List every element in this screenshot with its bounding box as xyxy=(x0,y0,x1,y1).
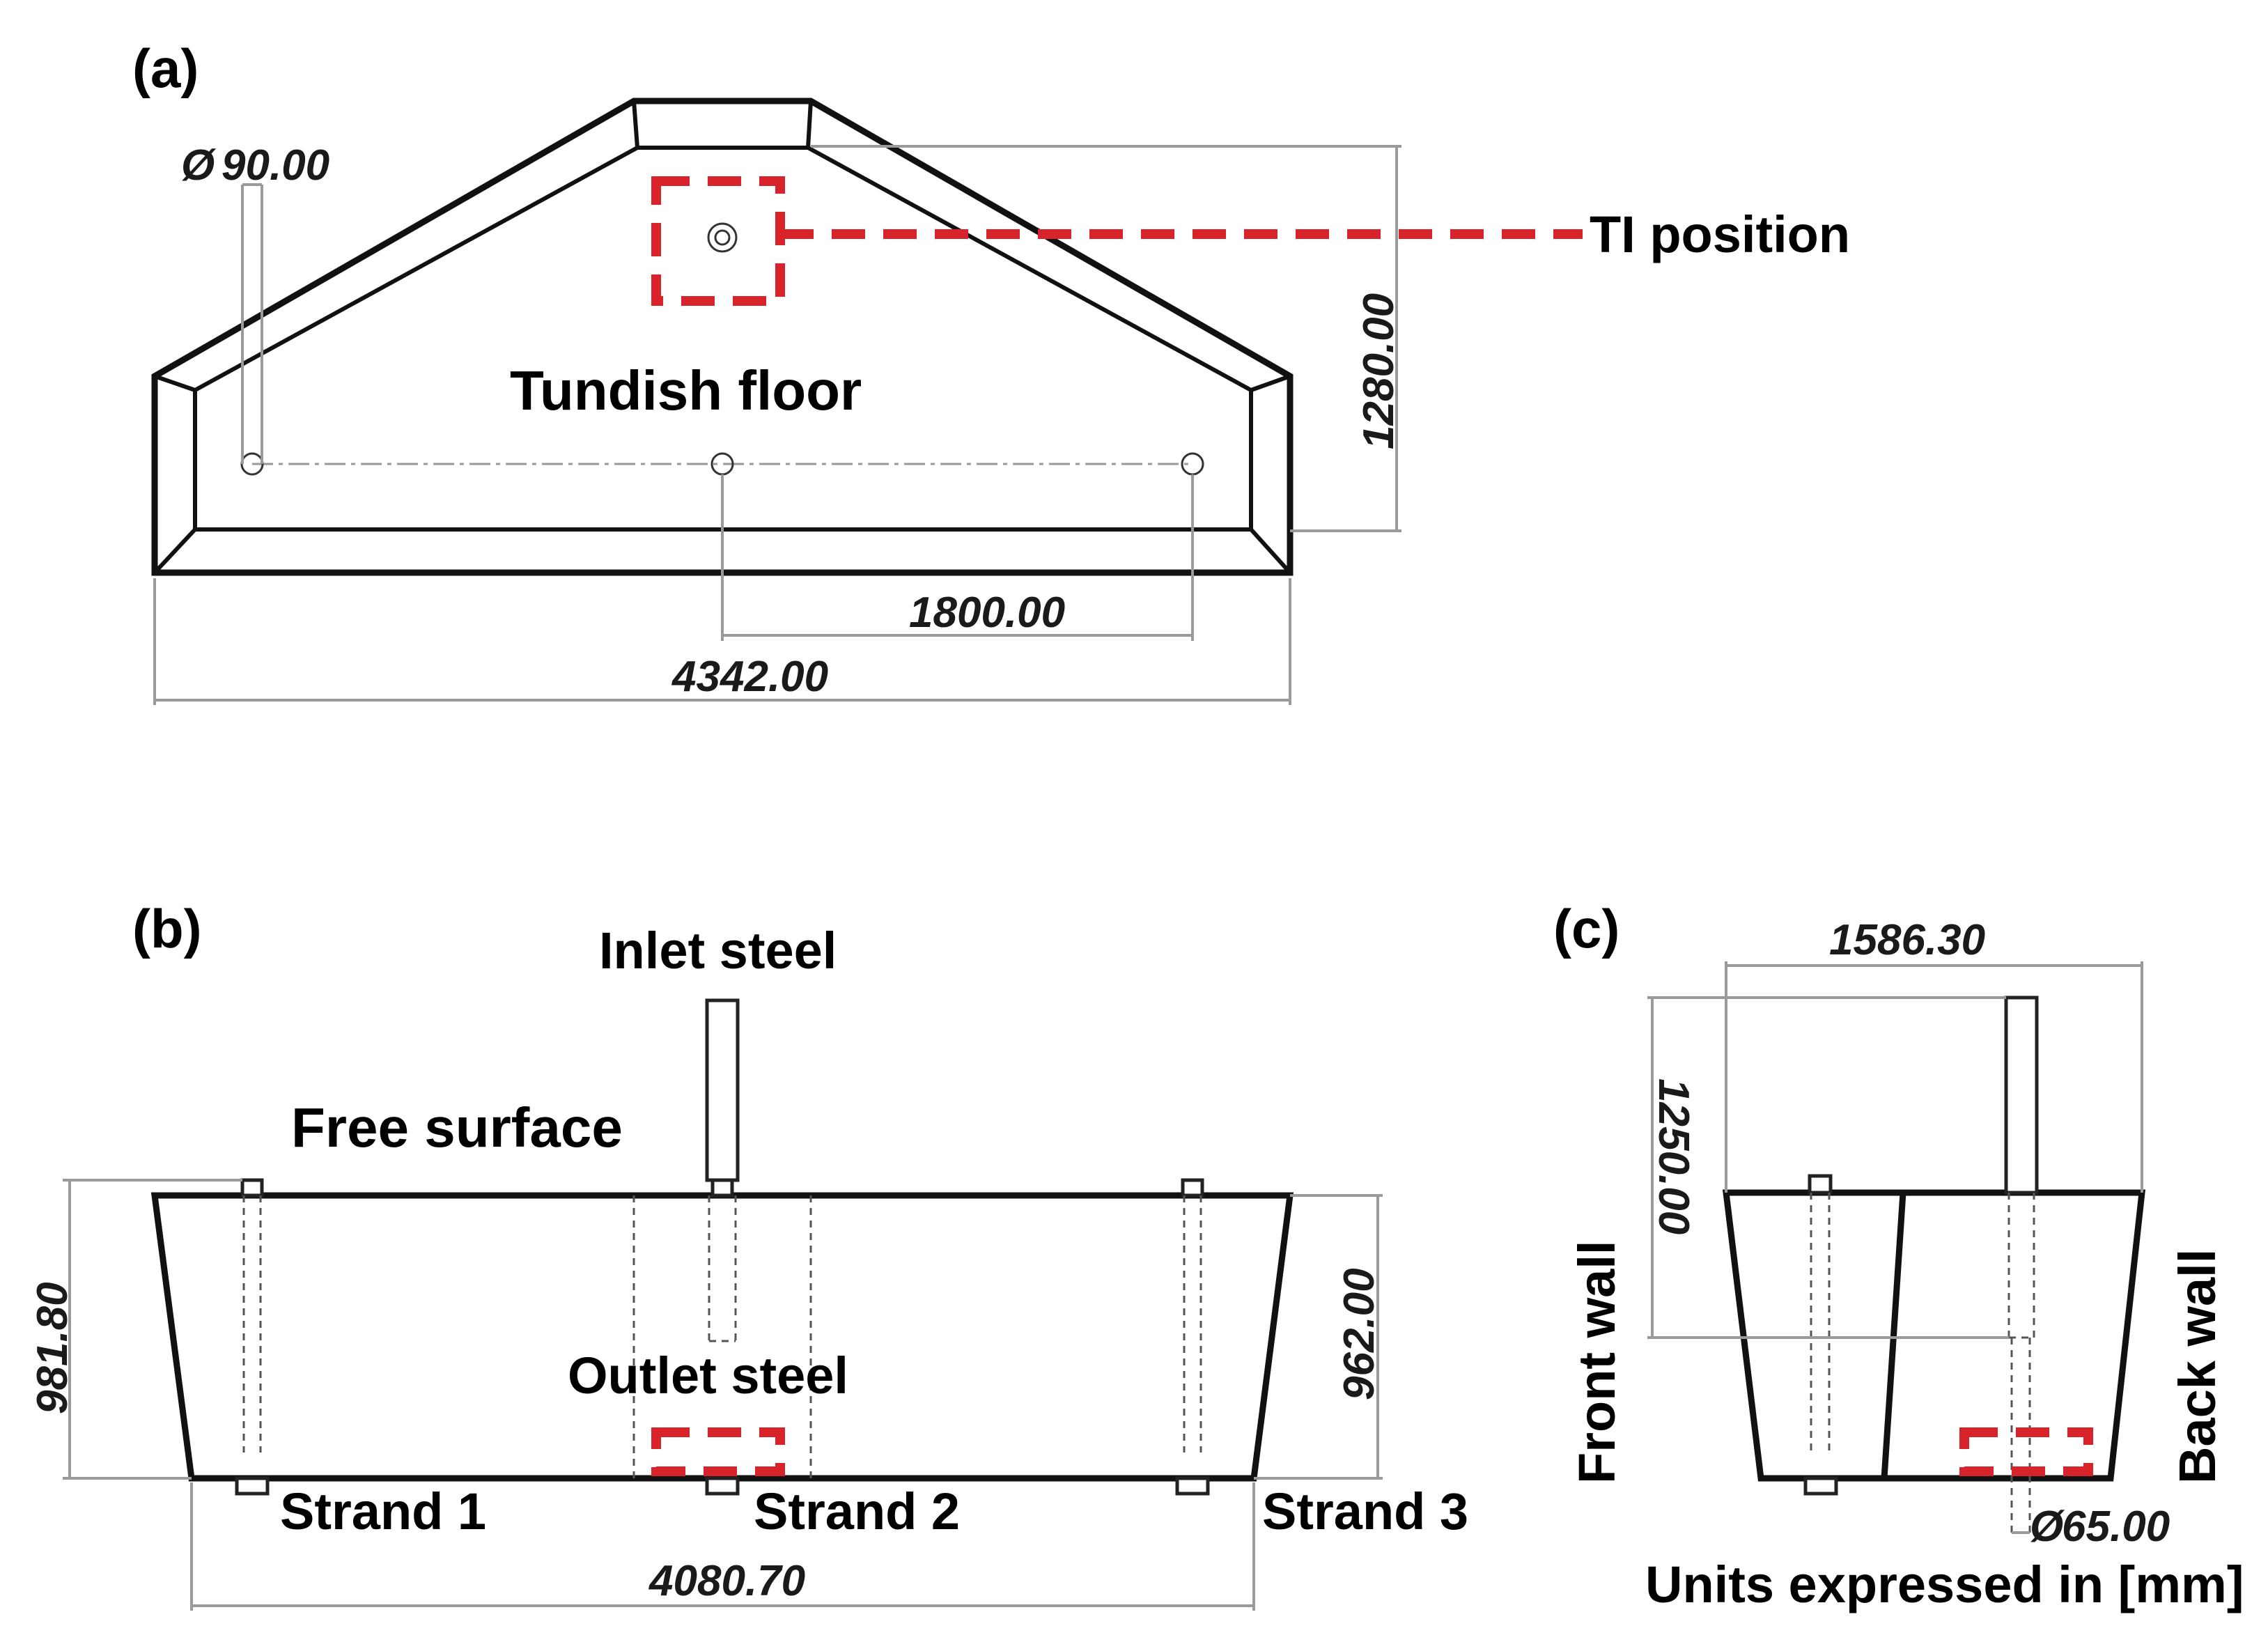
ti-highlight-box xyxy=(651,176,785,306)
section-outlet-highlight-box xyxy=(1959,1427,2093,1476)
dim-diameter-65: 65.00 xyxy=(2062,1503,2170,1551)
section-nozzle-front-top xyxy=(1808,1174,1833,1195)
dim-diameter-90: 90.00 xyxy=(222,141,329,189)
free-surface-label: Free surface xyxy=(291,1097,623,1159)
section-nozzle-front-bottom xyxy=(1803,1476,1838,1496)
ti-hole-outer xyxy=(707,222,738,253)
dim-width-1586: 1586.30 xyxy=(1829,916,1985,964)
ti-position-label: TI position xyxy=(1590,206,1850,263)
strand-nozzle-3 xyxy=(1175,1178,1210,1496)
strand-1-label: Strand 1 xyxy=(280,1482,486,1540)
tundish-section-divider xyxy=(1881,1192,1906,1479)
dim-left-height-981: 981.80 xyxy=(29,1282,77,1414)
tundish-floor-chamfers xyxy=(153,100,1292,575)
tundish-floor-inner-outline xyxy=(193,146,1253,532)
strand-2-label: Strand 2 xyxy=(754,1482,960,1540)
strand-3-label: Strand 3 xyxy=(1262,1482,1468,1540)
tundish-section-outline xyxy=(1722,1189,2146,1482)
diameter-symbol-a: Ø xyxy=(181,141,217,189)
inlet-shroud xyxy=(705,998,740,1182)
ti-hole-inner xyxy=(714,229,731,246)
outlet-steel-label: Outlet steel xyxy=(568,1347,848,1404)
panel-b-label: (b) xyxy=(132,898,202,959)
outlet-highlight-box xyxy=(651,1427,785,1476)
strand-nozzle-1 xyxy=(235,1178,270,1496)
tundish-floor-label: Tundish floor xyxy=(510,359,862,421)
dim-length-4080: 4080.70 xyxy=(648,1557,805,1605)
front-wall-label: Front wall xyxy=(1568,1241,1626,1484)
dim-right-height-962: 962.00 xyxy=(1335,1268,1383,1400)
dim-spacing-1800: 1800.00 xyxy=(909,589,1065,637)
panel-c-label: (c) xyxy=(1553,898,1620,959)
inlet-steel-label: Inlet steel xyxy=(599,922,837,979)
dim-height-1280: 1280.00 xyxy=(1355,293,1403,449)
dim-length-4342: 4342.00 xyxy=(671,653,828,701)
diameter-symbol-c: Ø xyxy=(2030,1503,2065,1551)
units-note: Units expressed in [mm] xyxy=(1645,1556,2244,1613)
panel-a: (a) Ø 90.00 1280.00 xyxy=(132,38,1850,705)
strand-nozzle-2 xyxy=(705,1178,740,1496)
back-wall-label: Back wall xyxy=(2168,1249,2226,1484)
panel-b: (b) 981.80 xyxy=(29,898,1468,1611)
panel-a-label: (a) xyxy=(132,38,199,99)
section-inlet-shroud xyxy=(2004,996,2039,1195)
panel-c: (c) 1586.30 1250.00 Ø 65.00 Front wall B… xyxy=(1553,898,2244,1613)
dim-height-1250: 1250.00 xyxy=(1649,1078,1698,1234)
